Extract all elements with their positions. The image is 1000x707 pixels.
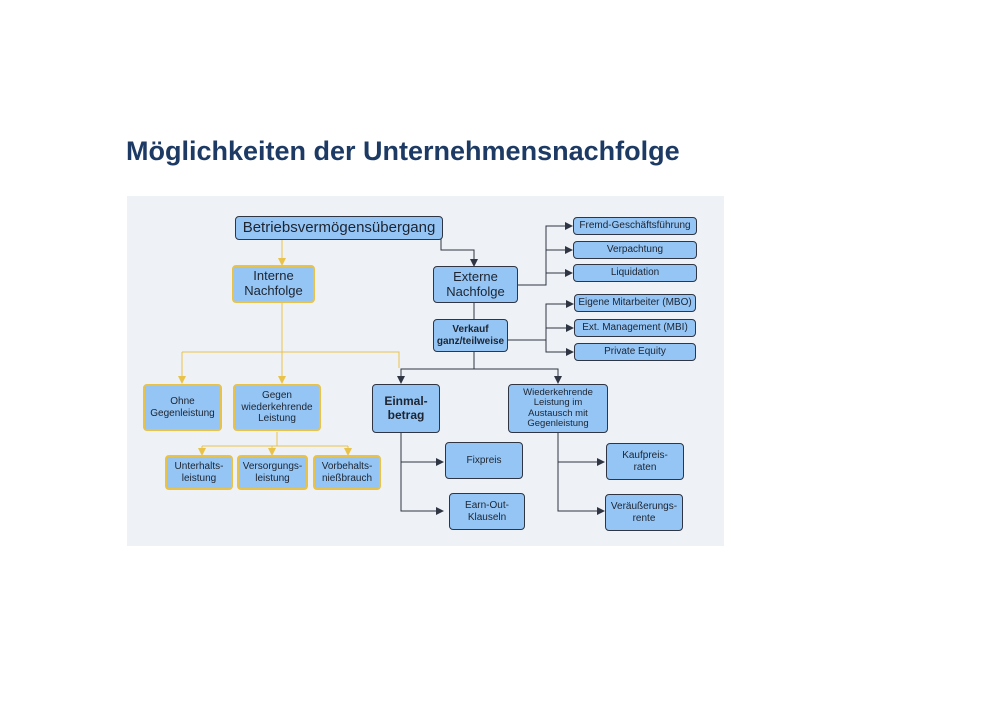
node-versorgungsleistung: Versorgungs- leistung — [237, 455, 308, 490]
connector-verkauf-pe — [545, 340, 574, 356]
connector-verkauf-split — [397, 351, 475, 384]
node-verkauf: Verkauf ganz/teilweise — [433, 319, 508, 352]
node-vorbehaltsniessbrauch: Vorbehalts- nießbrauch — [313, 455, 381, 490]
node-einmalbetrag: Einmal- betrag — [372, 384, 440, 433]
connector-wiederkehrend-veraeusserung — [557, 462, 605, 515]
node-interne-nachfolge: Interne Nachfolge — [232, 265, 315, 303]
node-betriebsvermoegensuebergang: Betriebsvermögensübergang — [235, 216, 443, 240]
connector-verkauf-mbo — [508, 300, 574, 341]
connector-einmal-fixpreis — [400, 433, 444, 466]
node-fremd-geschaeftsfuehrung: Fremd-Geschäftsführung — [573, 217, 697, 235]
node-ohne-gegenleistung: Ohne Gegenleistung — [143, 384, 222, 431]
node-gegen-wiederkehrende-leistung: Gegen wiederkehrende Leistung — [233, 384, 321, 431]
connector-interne-bar — [182, 351, 400, 368]
node-eigene-mitarbeiter-mbo: Eigene Mitarbeiter (MBO) — [574, 294, 696, 312]
node-fixpreis: Fixpreis — [445, 442, 523, 479]
node-unterhaltsleistung: Unterhalts- leistung — [165, 455, 233, 490]
node-wiederkehrende-leistung: Wiederkehrende Leistung im Austausch mit… — [508, 384, 608, 433]
node-earn-out-klauseln: Earn-Out- Klauseln — [449, 493, 525, 530]
page-title: Möglichkeiten der Unternehmensnachfolge — [126, 136, 680, 166]
connector-externe-fremd — [518, 222, 573, 286]
connector-einmal-earnout — [400, 462, 444, 515]
connector-root-externe — [440, 229, 478, 267]
node-ext-management-mbi: Ext. Management (MBI) — [574, 319, 696, 337]
connector-lines — [178, 222, 605, 515]
org-chart: Betriebsvermögensübergang Interne Nachfo… — [127, 196, 724, 546]
node-private-equity: Private Equity — [574, 343, 696, 361]
node-veraeusserungsrente: Veräußerungs- rente — [605, 494, 683, 531]
node-verpachtung: Verpachtung — [573, 241, 697, 259]
node-liquidation: Liquidation — [573, 264, 697, 282]
node-kaufpreisraten: Kaufpreis- raten — [606, 443, 684, 480]
connector-verkauf-wiederkehrend — [474, 368, 562, 384]
connector-wiederkehrend-kaufpreis — [557, 433, 605, 466]
node-externe-nachfolge: Externe Nachfolge — [433, 266, 518, 303]
